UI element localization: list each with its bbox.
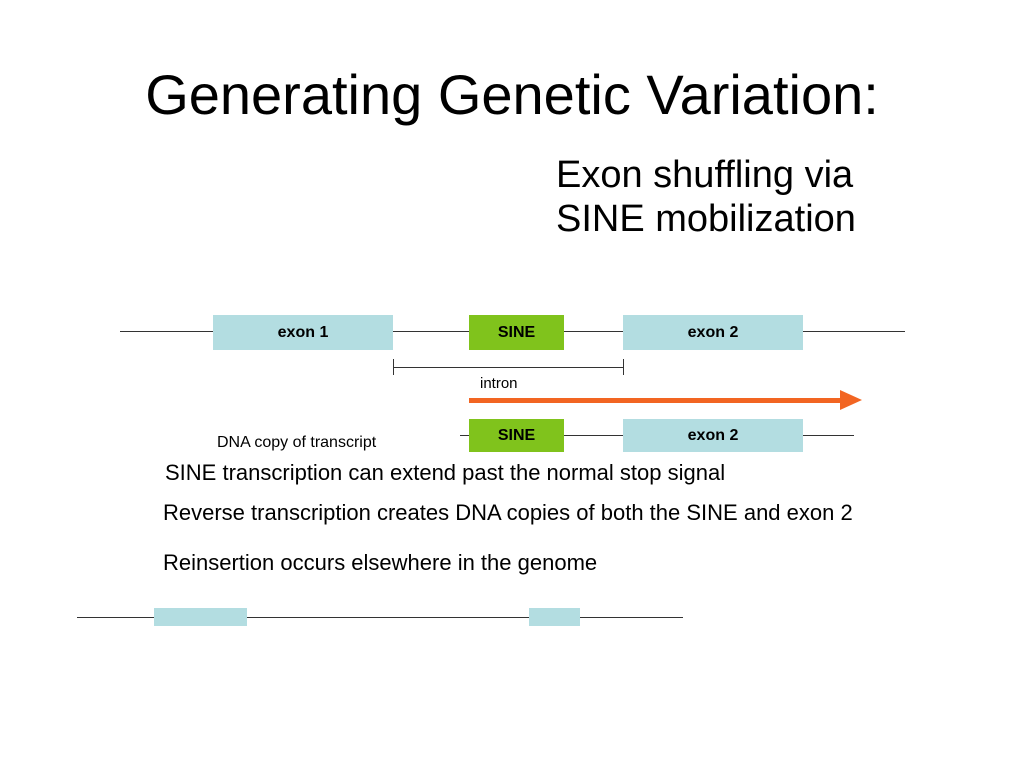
arrow-head [840, 390, 862, 410]
transcript-exon-2-box: exon 2 [623, 419, 803, 452]
gene-backbone-right [803, 331, 905, 332]
target-backbone-right [580, 617, 683, 618]
intron-label: intron [480, 375, 518, 392]
sine-box: SINE [469, 315, 564, 350]
transcript-backbone-left [460, 435, 470, 436]
transcript-sine-label: SINE [497, 426, 536, 444]
transcript-exon-2-label: exon 2 [687, 426, 739, 444]
transcript-backbone-mid [564, 435, 624, 436]
exon-2-label: exon 2 [687, 323, 739, 341]
target-exon-a [154, 608, 247, 626]
subtitle-line-1: Exon shuffling via [556, 154, 854, 196]
target-backbone-left [77, 617, 155, 618]
intron-bracket-line [393, 367, 623, 368]
arrow-shaft [469, 398, 841, 403]
gene-backbone-mid-1 [393, 331, 469, 332]
statement-1: SINE transcription can extend past the n… [165, 460, 726, 485]
target-backbone-mid [247, 617, 530, 618]
gene-backbone-left [120, 331, 214, 332]
sine-label: SINE [497, 323, 536, 341]
transcript-caption: DNA copy of transcript [217, 434, 377, 451]
subtitle-line-2: SINE mobilization [556, 198, 856, 240]
intron-bracket-right-tick [623, 359, 624, 375]
statement-3: Reinsertion occurs elsewhere in the geno… [163, 550, 598, 575]
exon-2-box: exon 2 [623, 315, 803, 350]
target-exon-b [529, 608, 580, 626]
slide-title: Generating Genetic Variation: [145, 63, 879, 126]
gene-backbone-mid-2 [564, 331, 624, 332]
slide-subtitle: Exon shuffling via SINE mobilization [556, 153, 856, 241]
exon-1-label: exon 1 [277, 323, 329, 341]
transcript-sine-box: SINE [469, 419, 564, 452]
exon-1-box: exon 1 [213, 315, 393, 350]
statement-2: Reverse transcription creates DNA copies… [163, 500, 853, 525]
transcript-backbone-right [803, 435, 854, 436]
